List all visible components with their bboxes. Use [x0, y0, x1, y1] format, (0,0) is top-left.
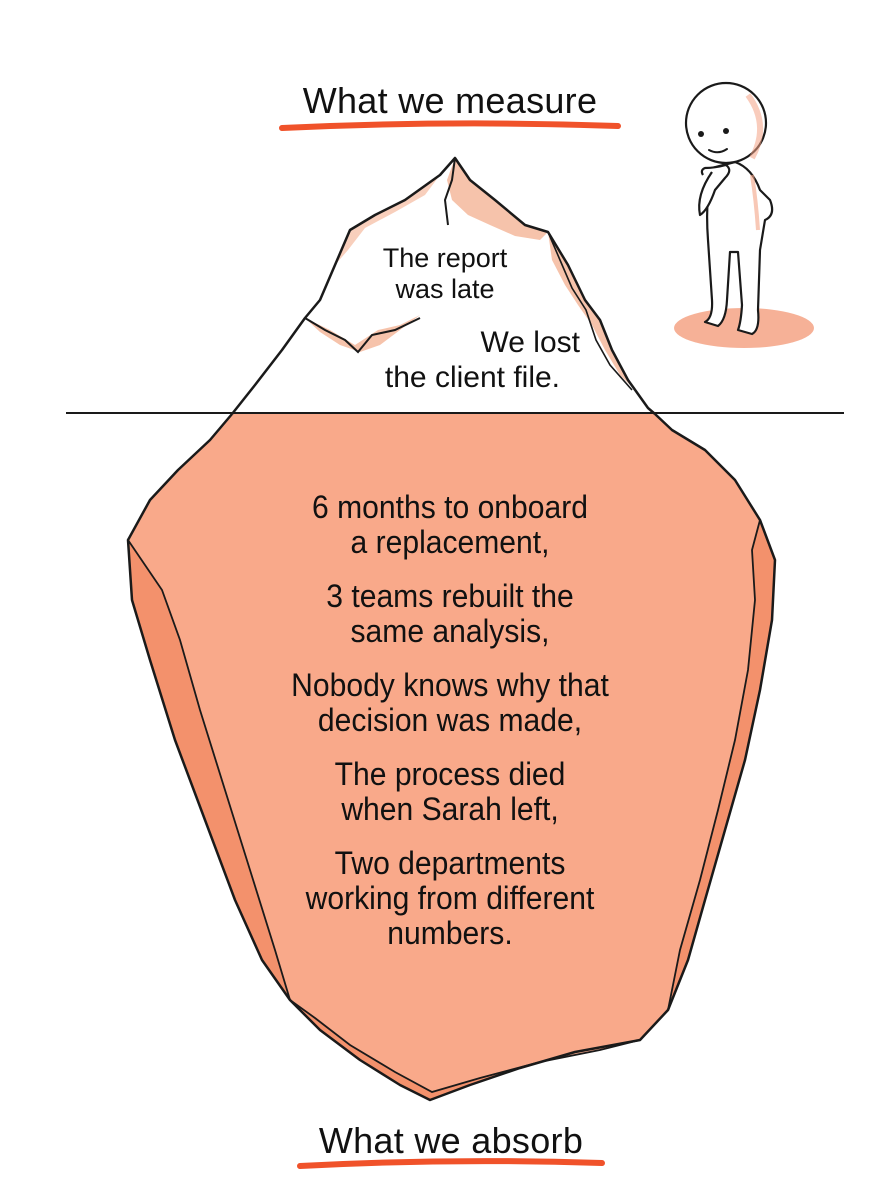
below-line: same analysis,: [350, 613, 550, 649]
below-line: decision was made,: [317, 702, 583, 738]
bottom-underline: [297, 1158, 605, 1169]
below-line: a replacement,: [350, 524, 550, 560]
below-line: The process died: [334, 756, 566, 792]
tip-line: the client file.: [384, 361, 560, 394]
below-item-rebuilt-analysis: 3 teams rebuilt the same analysis,: [215, 579, 685, 649]
below-item-onboard: 6 months to onboard a replacement,: [215, 490, 685, 560]
tip-line: was late: [395, 274, 495, 304]
below-line: Nobody knows why that: [291, 667, 609, 703]
top-label: What we measure: [302, 80, 598, 121]
below-item-process-died: The process died when Sarah left,: [215, 757, 685, 827]
tip-item-lost-file: We lost the client file.: [330, 325, 590, 395]
below-item-departments: Two departments working from different n…: [215, 846, 685, 951]
underwater-iceberg: [126, 413, 777, 1102]
thinking-person-icon: [674, 81, 814, 348]
bottom-label: What we absorb: [318, 1120, 584, 1161]
iceberg-tip: [231, 156, 656, 415]
below-item-decision: Nobody knows why that decision was made,: [215, 668, 685, 738]
tip-line: We lost: [480, 326, 580, 359]
tip-line: The report: [382, 243, 508, 273]
below-line: numbers.: [387, 915, 513, 951]
below-line: when Sarah left,: [341, 791, 559, 827]
below-line: working from different: [305, 880, 595, 916]
top-underline: [279, 120, 621, 131]
below-surface-list: 6 months to onboard a replacement, 3 tea…: [215, 490, 685, 970]
below-line: Two departments: [334, 845, 566, 881]
below-line: 6 months to onboard: [312, 489, 588, 525]
tip-item-report-late: The report was late: [350, 243, 540, 305]
below-line: 3 teams rebuilt the: [326, 578, 574, 614]
